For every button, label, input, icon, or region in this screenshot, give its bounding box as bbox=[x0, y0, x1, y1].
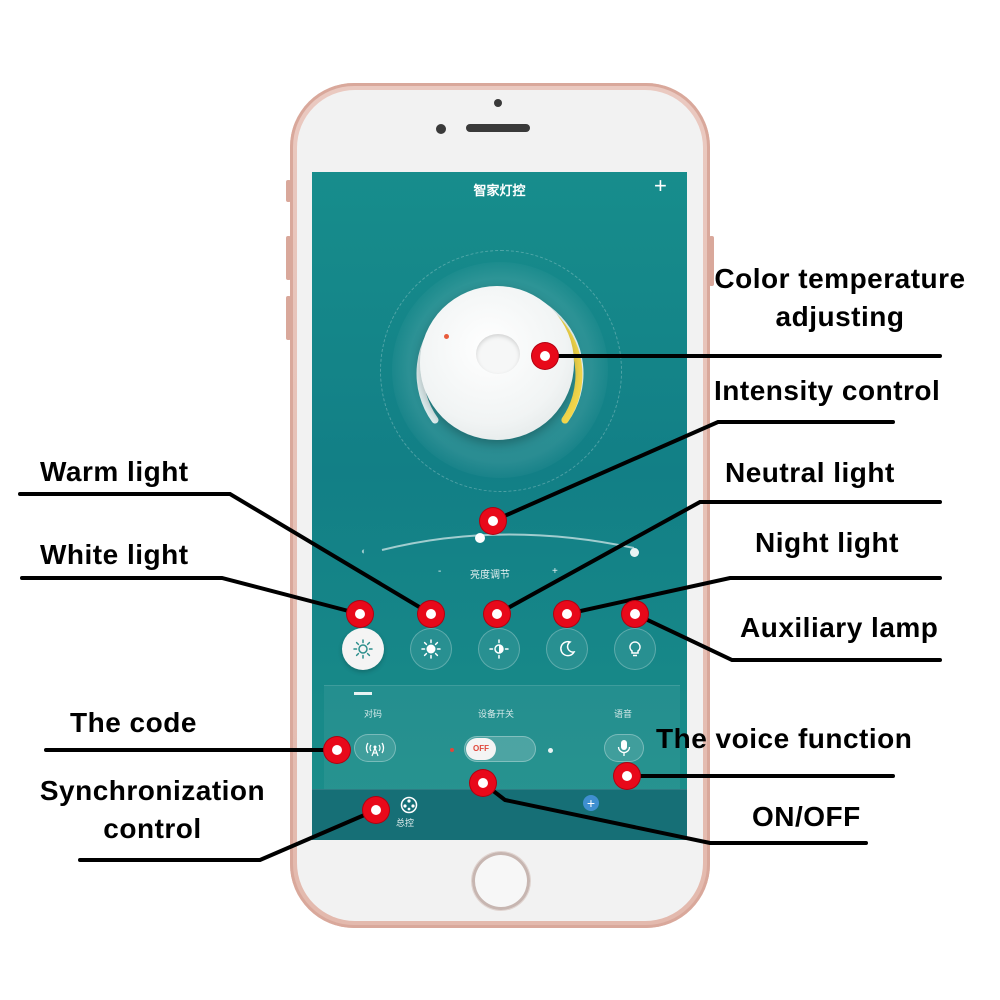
app-title: 智家灯控 bbox=[473, 183, 526, 198]
volume-up-button bbox=[286, 236, 291, 280]
annotation-color-temperature-line2: adjusting bbox=[775, 301, 905, 332]
annotation-white-light: White light bbox=[40, 539, 189, 570]
marker-onoff bbox=[470, 770, 496, 796]
warm-light-button[interactable] bbox=[410, 628, 452, 670]
annotation-code: The code bbox=[70, 707, 197, 738]
device-switch-label: 设备开关 bbox=[478, 709, 515, 719]
marker-night-light bbox=[554, 601, 580, 627]
panel-tab-indicator bbox=[354, 692, 372, 695]
annotation-night-light: Night light bbox=[755, 527, 899, 558]
app-screen: 智家灯控 + ◐ - 亮度调节 + bbox=[312, 172, 687, 840]
plus-icon[interactable]: + bbox=[654, 173, 667, 198]
annotation-neutral-light: Neutral light bbox=[725, 457, 895, 488]
dial-outer-ring bbox=[380, 250, 622, 492]
annotation-color-temperature: Color temperature adjusting bbox=[685, 260, 995, 336]
annotation-onoff: ON/OFF bbox=[752, 801, 861, 832]
marker-neutral-light bbox=[484, 601, 510, 627]
mute-switch bbox=[286, 180, 291, 202]
marker-warm-light bbox=[418, 601, 444, 627]
pairing-code-button[interactable] bbox=[354, 734, 396, 762]
volume-down-button bbox=[286, 296, 291, 340]
marker-intensity bbox=[480, 508, 506, 534]
tab-sync-label[interactable]: 总控 bbox=[396, 818, 415, 828]
power-switch-knob[interactable]: OFF bbox=[466, 738, 496, 760]
code-label: 对码 bbox=[364, 709, 383, 719]
annotation-intensity: Intensity control bbox=[714, 375, 941, 406]
dial-center-button[interactable] bbox=[476, 334, 520, 374]
annotation-color-temperature-line1: Color temperature bbox=[714, 263, 966, 294]
front-camera bbox=[436, 124, 446, 134]
moon-icon bbox=[560, 640, 576, 657]
annotation-voice: The voice function bbox=[656, 723, 913, 754]
brightness-minus[interactable]: - bbox=[438, 566, 442, 577]
antenna-icon bbox=[365, 742, 385, 757]
intensity-slider[interactable] bbox=[352, 518, 652, 558]
voice-label: 语音 bbox=[614, 709, 633, 719]
tab-add-icon[interactable]: + bbox=[583, 795, 599, 811]
annotation-warm-light: Warm light bbox=[40, 456, 189, 487]
earpiece-speaker bbox=[466, 124, 530, 132]
sun-outline-icon bbox=[353, 639, 373, 659]
power-indicator-led bbox=[450, 748, 454, 752]
white-light-button[interactable] bbox=[342, 628, 384, 670]
marker-white-light bbox=[347, 601, 373, 627]
proximity-sensor bbox=[494, 99, 502, 107]
annotation-sync-line2: control bbox=[103, 813, 202, 844]
brightness-label: 亮度调节 bbox=[470, 570, 510, 581]
marker-code bbox=[324, 737, 350, 763]
dial-position-marker bbox=[444, 334, 449, 339]
marker-color-temperature bbox=[532, 343, 558, 369]
marker-voice bbox=[614, 763, 640, 789]
bulb-icon bbox=[629, 641, 641, 657]
home-button[interactable] bbox=[472, 852, 530, 910]
sun-filled-icon bbox=[421, 639, 441, 659]
marker-sync bbox=[363, 797, 389, 823]
auxiliary-lamp-button[interactable] bbox=[614, 628, 656, 670]
sync-control-icon[interactable] bbox=[400, 796, 418, 814]
marker-auxiliary-lamp bbox=[622, 601, 648, 627]
microphone-icon bbox=[617, 740, 631, 756]
brightness-high-icon bbox=[630, 548, 639, 557]
annotation-sync: Synchronization control bbox=[10, 772, 295, 848]
neutral-light-button[interactable] bbox=[478, 628, 520, 670]
brightness-low-icon: ◐ bbox=[361, 546, 367, 556]
sun-half-icon bbox=[489, 639, 509, 659]
brightness-plus[interactable]: + bbox=[552, 566, 558, 577]
annotation-auxiliary-lamp: Auxiliary lamp bbox=[740, 612, 939, 643]
power-side-button bbox=[709, 236, 714, 286]
night-light-button[interactable] bbox=[546, 628, 588, 670]
voice-button[interactable] bbox=[604, 734, 644, 762]
power-state-dot bbox=[548, 748, 553, 753]
brightness-label-row: - 亮度调节 + bbox=[312, 566, 687, 582]
annotation-sync-line1: Synchronization bbox=[39, 775, 266, 806]
